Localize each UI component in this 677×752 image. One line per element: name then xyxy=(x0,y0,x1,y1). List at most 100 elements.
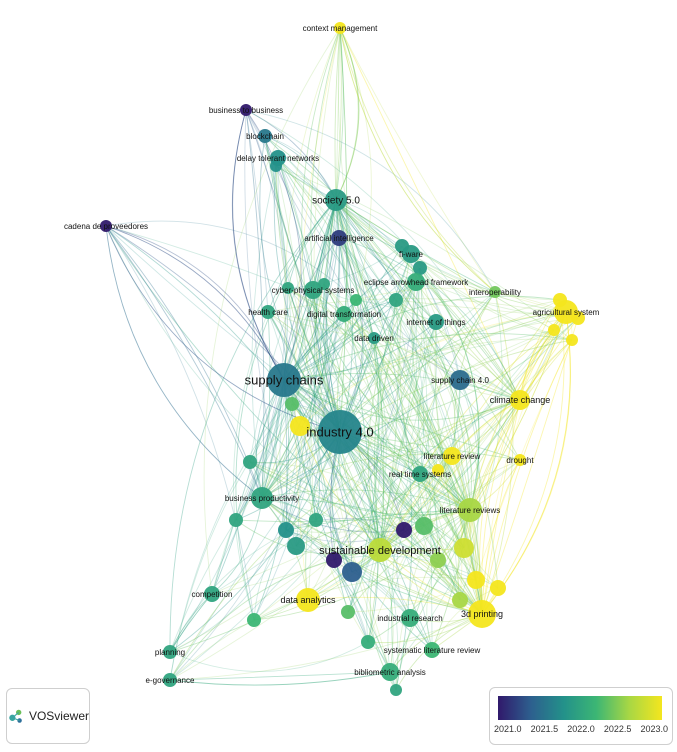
network-edge xyxy=(169,237,341,681)
node-label-real-time-systems[interactable]: real time systems xyxy=(389,470,451,479)
node-3d-printing[interactable] xyxy=(468,600,496,628)
node-industrial-research[interactable] xyxy=(401,609,419,627)
node-blockchain[interactable] xyxy=(258,129,272,143)
node-label-agricultural-system[interactable]: agricultural system xyxy=(533,308,600,317)
node-label-industrial-research[interactable]: industrial research xyxy=(377,614,442,623)
node-real-time-systems[interactable] xyxy=(412,466,428,482)
node-cadena-de-proveedores[interactable] xyxy=(100,220,112,232)
node-literature-review[interactable] xyxy=(443,447,461,465)
node-sustainable-development[interactable] xyxy=(368,538,392,562)
node-internet-of-things[interactable] xyxy=(428,314,444,330)
node-label-eclipse-arrowhead-framework[interactable]: eclipse arrowhead framework xyxy=(364,278,469,287)
node-label-health-care[interactable]: health care xyxy=(248,308,288,317)
node-data-analytics[interactable] xyxy=(296,588,320,612)
network-edge xyxy=(277,157,439,561)
node-planning[interactable] xyxy=(163,645,177,659)
node-label-context-management[interactable]: context management xyxy=(303,24,378,33)
node-label-fi-ware[interactable]: fi-ware xyxy=(399,250,424,259)
network-edge xyxy=(410,253,480,511)
network-edge xyxy=(232,109,285,381)
node-label-cadena-de-proveedores[interactable]: cadena de proveedores xyxy=(64,222,148,231)
node-label-business-productivity[interactable]: business productivity xyxy=(225,494,299,503)
node-label-business-to-business[interactable]: business to business xyxy=(209,106,283,115)
node-label-competition[interactable]: competition xyxy=(192,590,233,599)
node-label-digital-transformation[interactable]: digital transformation xyxy=(307,310,381,319)
node-label-data-analytics[interactable]: data analytics xyxy=(280,595,336,605)
node-context-management[interactable] xyxy=(334,22,346,34)
node-e-governance[interactable] xyxy=(163,673,177,687)
node-label-society-5-0[interactable]: society 5.0 xyxy=(312,196,360,207)
network-edge xyxy=(283,237,340,381)
node-label-supply-chains[interactable]: supply chains xyxy=(245,373,324,388)
network-edge xyxy=(169,519,237,653)
node-fi-ware[interactable] xyxy=(402,245,420,263)
network-edge xyxy=(415,281,461,601)
node-label-blockchain[interactable]: blockchain xyxy=(246,132,284,141)
node-label-3d-printing[interactable]: 3d printing xyxy=(461,609,503,619)
node-artificial-intelligence[interactable] xyxy=(331,230,347,246)
network-edge xyxy=(373,337,385,551)
network-edge xyxy=(245,109,265,499)
node-label-planning[interactable]: planning xyxy=(155,648,185,657)
network-edge xyxy=(291,291,496,405)
network-edge xyxy=(459,379,481,601)
node-label-literature-review[interactable]: literature review xyxy=(424,452,481,461)
node-bibliometric-analysis[interactable] xyxy=(381,663,399,681)
node-label-systematic-literature-review[interactable]: systematic literature review xyxy=(384,646,481,655)
node-label-e-governance[interactable]: e-governance xyxy=(146,676,195,685)
network-edge xyxy=(287,287,453,457)
network-edge xyxy=(335,199,397,301)
network-edge xyxy=(283,379,453,457)
node-label-data-driven[interactable]: data driven xyxy=(354,334,394,343)
node-label-bibliometric-analysis[interactable]: bibliometric analysis xyxy=(354,668,426,677)
network-edge xyxy=(261,379,461,499)
network-edge xyxy=(339,27,496,293)
node-drought[interactable] xyxy=(514,454,526,466)
node-industry-4-0[interactable] xyxy=(318,410,362,454)
network-edge xyxy=(312,289,461,601)
node-society-5-0[interactable] xyxy=(325,189,347,211)
network-edge xyxy=(419,267,521,401)
node-label-literature-reviews[interactable]: literature reviews xyxy=(440,506,500,515)
network-edge xyxy=(481,399,521,615)
node-label-industry-4-0[interactable]: industry 4.0 xyxy=(306,425,373,440)
node-label-drought[interactable]: drought xyxy=(506,456,534,465)
node-literature-reviews[interactable] xyxy=(458,498,482,522)
node-label-artificial-intelligence[interactable]: artificial intelligence xyxy=(304,234,374,243)
node-business-productivity[interactable] xyxy=(251,487,273,509)
network-edge xyxy=(203,27,341,595)
node-climate-change[interactable] xyxy=(510,390,530,410)
legend-tick: 2022.5 xyxy=(603,724,632,734)
node-label-climate-change[interactable]: climate change xyxy=(490,395,551,405)
node-label-cyber-physical-systems[interactable]: cyber-physical systems xyxy=(272,286,355,295)
network-edge xyxy=(283,379,477,581)
node-label-delay-tolerant-networks[interactable]: delay tolerant networks xyxy=(237,154,319,163)
node-competition[interactable] xyxy=(204,586,220,602)
network-edge xyxy=(469,339,573,511)
network-edge xyxy=(253,509,471,621)
node-eclipse-arrowhead-framework[interactable] xyxy=(407,273,425,291)
node-data-driven[interactable] xyxy=(368,332,380,344)
node-delay-tolerant-networks[interactable] xyxy=(270,150,286,166)
node-systematic-literature-review[interactable] xyxy=(424,642,440,658)
node-label-internet-of-things[interactable]: internet of things xyxy=(406,318,465,327)
node-business-to-business[interactable] xyxy=(240,104,252,116)
node-cyber-physical-systems[interactable] xyxy=(304,281,322,299)
network-edge xyxy=(105,225,285,381)
network-edge xyxy=(283,379,471,511)
network-edge xyxy=(395,299,479,581)
node-digital-transformation[interactable] xyxy=(336,306,352,322)
node-health-care[interactable] xyxy=(261,305,275,319)
network-edge xyxy=(335,199,417,283)
network-edge xyxy=(313,199,391,673)
node-supply-chain-4-0[interactable] xyxy=(450,370,470,390)
node-label-interoperability[interactable]: interoperability xyxy=(469,288,521,297)
node-agricultural-system[interactable] xyxy=(554,300,578,324)
network-edge xyxy=(169,671,391,681)
node-supply-chains[interactable] xyxy=(267,363,301,397)
node-interoperability[interactable] xyxy=(489,286,501,298)
network-edge xyxy=(373,253,412,551)
node-label-supply-chain-4-0[interactable]: supply chain 4.0 xyxy=(431,376,489,385)
node-label-sustainable-development[interactable]: sustainable development xyxy=(319,545,441,557)
